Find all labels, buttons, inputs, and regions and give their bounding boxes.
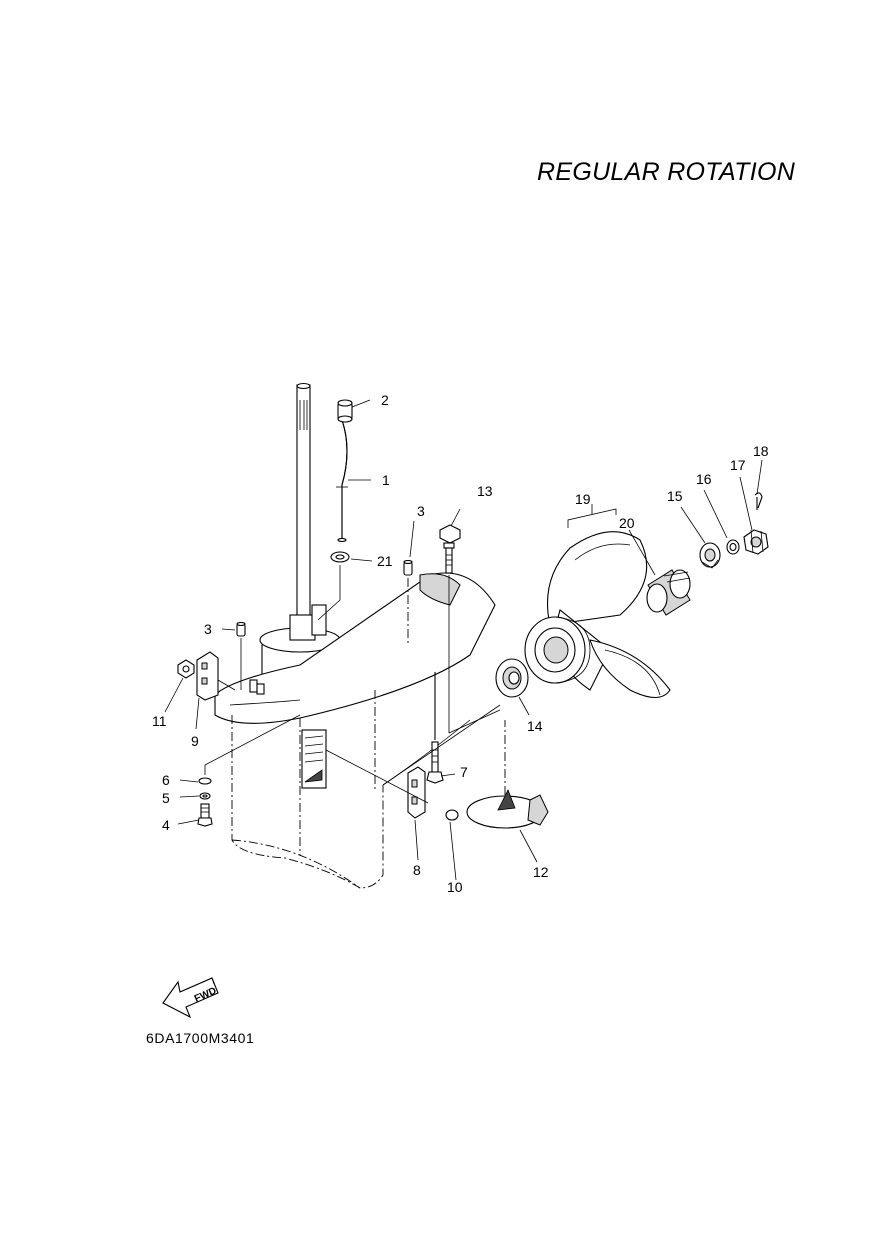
prop-nut — [743, 529, 769, 555]
leader-lines — [164, 399, 763, 881]
callout-19: 19 — [575, 491, 591, 507]
washer-6 — [198, 777, 212, 785]
callout-18: 18 — [753, 443, 769, 459]
bushing — [646, 569, 691, 616]
trim-tab — [466, 720, 549, 829]
callout-12: 12 — [533, 864, 549, 880]
callout-2: 2 — [381, 392, 389, 408]
bolt-7 — [426, 741, 444, 784]
seal-ring — [330, 551, 350, 563]
callout-14: 14 — [527, 718, 543, 734]
callout-21: 21 — [377, 553, 393, 569]
lower-case — [214, 382, 496, 889]
bolt-studs — [249, 679, 265, 695]
callout-3-upper: 3 — [417, 503, 425, 519]
callout-1: 1 — [382, 472, 390, 488]
callout-6: 6 — [162, 772, 170, 788]
callout-17: 17 — [730, 457, 746, 473]
callout-11: 11 — [152, 713, 167, 729]
callout-13: 13 — [477, 483, 493, 499]
thrust-spacer — [495, 658, 529, 698]
drawing-code: 6DA1700M3401 — [146, 1030, 255, 1046]
grommet — [337, 399, 353, 423]
callout-8: 8 — [413, 862, 421, 878]
anode-8 — [407, 766, 426, 819]
callout-5: 5 — [162, 790, 170, 806]
washer-15 — [699, 542, 721, 569]
callout-10: 10 — [447, 879, 463, 895]
dowel-pin-upper — [403, 559, 413, 576]
bolt-10 — [427, 801, 459, 821]
callout-15: 15 — [667, 488, 683, 504]
fwd-arrow-icon: FWD — [162, 977, 219, 1019]
dowel-pin-lower — [236, 621, 246, 637]
callout-16: 16 — [696, 471, 712, 487]
washer-5 — [199, 792, 211, 800]
diagram-title: REGULAR ROTATION — [537, 158, 796, 186]
callout-20: 20 — [619, 515, 635, 531]
callout-3-lower: 3 — [204, 621, 212, 637]
callouts: 2 1 3 21 3 11 9 6 5 4 7 8 10 12 13 14 19… — [152, 392, 769, 895]
washer-16 — [726, 539, 740, 555]
nut-11 — [177, 659, 195, 679]
propeller — [524, 531, 671, 699]
bolt-13 — [439, 524, 461, 574]
callout-4: 4 — [162, 817, 170, 833]
anode-9 — [196, 651, 236, 701]
cotter-pin — [754, 492, 763, 510]
bolt-4 — [197, 803, 213, 827]
callout-7: 7 — [460, 764, 468, 780]
callout-9: 9 — [191, 733, 199, 749]
water-intake-grille — [301, 729, 327, 789]
water-tube — [336, 419, 348, 543]
